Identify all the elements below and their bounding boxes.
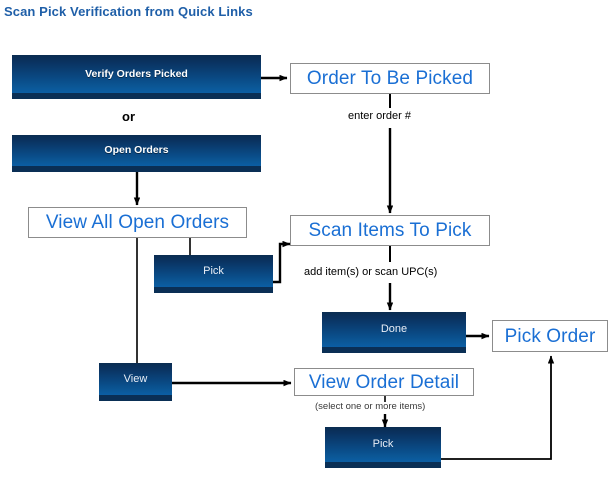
pick-order-screen[interactable]: Pick Order xyxy=(492,320,608,352)
done-button[interactable]: Done xyxy=(322,312,466,353)
enter-order-number-label: enter order # xyxy=(348,110,411,122)
scan-items-to-pick-screen[interactable]: Scan Items To Pick xyxy=(290,215,490,246)
open-orders-button[interactable]: Open Orders xyxy=(12,135,261,172)
pick-button-order-detail[interactable]: Pick xyxy=(325,427,441,468)
add-items-or-scan-upcs-label: add item(s) or scan UPC(s) xyxy=(304,266,438,278)
view-button[interactable]: View xyxy=(99,363,172,401)
order-to-be-picked-screen[interactable]: Order To Be Picked xyxy=(290,63,490,94)
or-label: or xyxy=(122,109,135,124)
view-order-detail-screen[interactable]: View Order Detail xyxy=(294,368,474,396)
select-one-or-more-items-label: (select one or more items) xyxy=(315,401,426,412)
pick-button-open-orders[interactable]: Pick xyxy=(154,255,273,293)
verify-orders-picked-button[interactable]: Verify Orders Picked xyxy=(12,55,261,99)
view-all-open-orders-screen[interactable]: View All Open Orders xyxy=(28,207,247,238)
page-title: Scan Pick Verification from Quick Links xyxy=(4,4,253,19)
edge-pick-to-scan xyxy=(273,240,291,284)
